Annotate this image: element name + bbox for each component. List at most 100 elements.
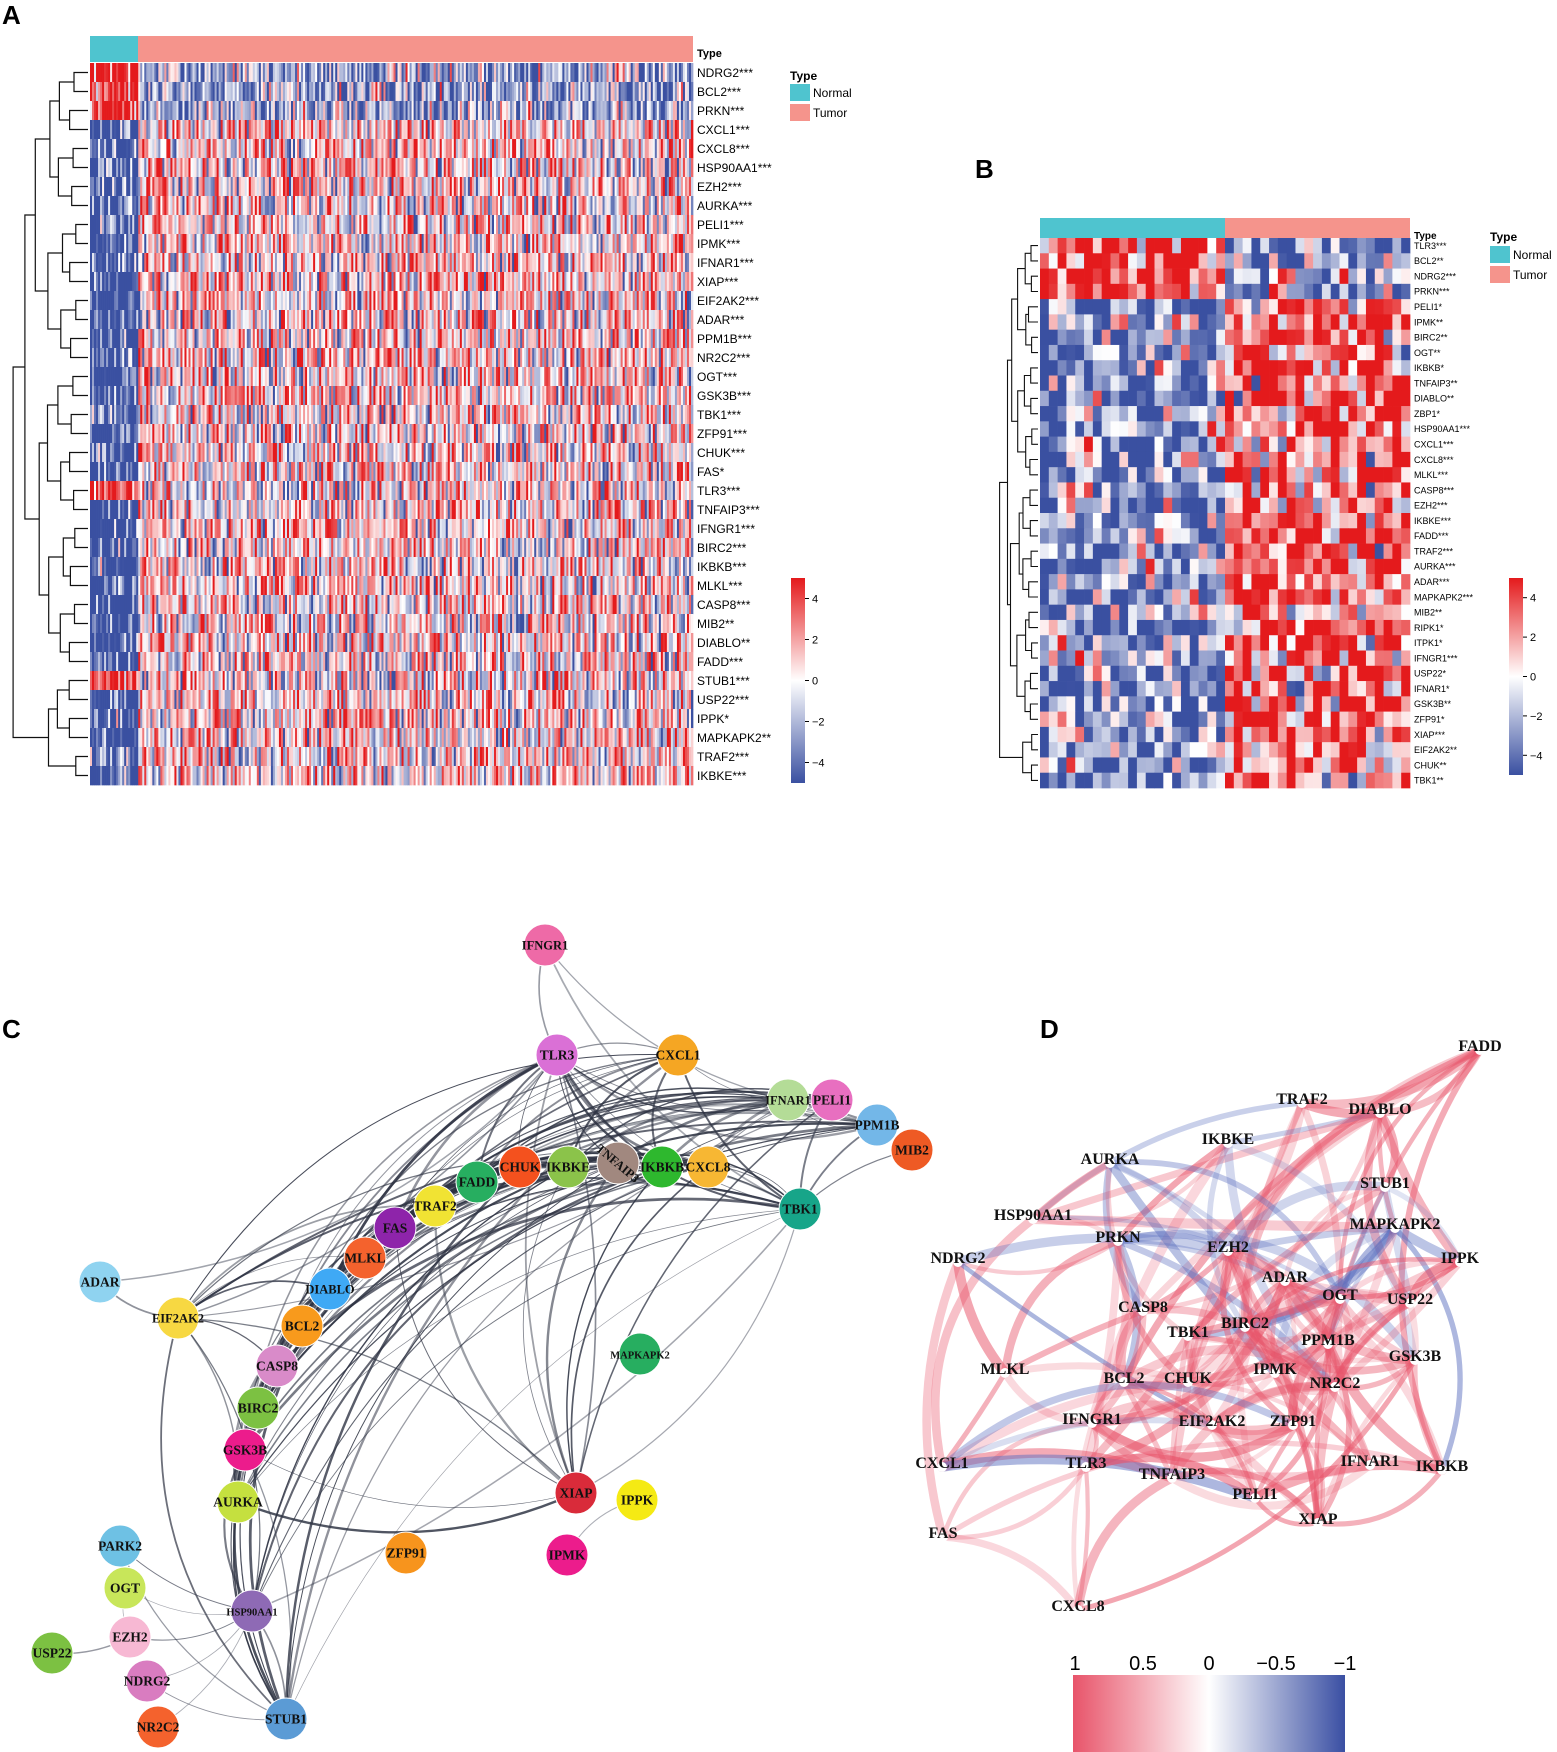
heatmap-cell	[584, 120, 587, 140]
heatmap-cell	[168, 348, 171, 368]
heatmap-cell	[182, 348, 185, 368]
heatmap-cell	[688, 253, 692, 273]
heatmap-cell	[576, 329, 579, 349]
heatmap-cell	[218, 310, 221, 330]
heatmap-cell	[349, 367, 352, 387]
heatmap-cell	[630, 120, 634, 140]
heatmap-cell	[230, 329, 234, 349]
heatmap-cell	[367, 139, 370, 159]
heatmap-cell	[431, 291, 435, 311]
heatmap-cell	[96, 158, 99, 178]
heatmap-cell	[373, 139, 376, 159]
heatmap-cell	[435, 82, 439, 102]
heatmap-cell	[230, 215, 234, 235]
heatmap-cell	[373, 120, 376, 140]
heatmap-cell	[632, 234, 636, 254]
heatmap-cell	[536, 196, 539, 216]
heatmap-cell	[632, 215, 636, 235]
heatmap-cell	[102, 348, 105, 368]
heatmap-cell	[182, 101, 185, 121]
heatmap-cell	[158, 367, 161, 387]
heatmap-cell	[116, 82, 119, 102]
heatmap-cell	[347, 291, 350, 311]
heatmap-cell	[666, 329, 670, 349]
heatmap-cell	[182, 234, 185, 254]
heatmap-cell	[520, 120, 523, 140]
heatmap-cell	[230, 196, 234, 216]
heatmap-cell	[365, 82, 368, 102]
heatmap-cell	[453, 291, 457, 311]
heatmap-cell	[407, 82, 410, 102]
heatmap-cell	[662, 310, 666, 330]
heatmap-cell	[598, 215, 601, 235]
heatmap-cell	[156, 63, 159, 83]
heatmap-cell	[134, 291, 137, 311]
heatmap-cell	[278, 63, 282, 83]
heatmap-cell	[104, 63, 107, 83]
heatmap-cell	[498, 234, 501, 254]
heatmap-cell	[676, 120, 680, 140]
heatmap-cell	[244, 158, 248, 178]
heatmap-cell	[626, 329, 630, 349]
heatmap-cell	[636, 177, 640, 197]
heatmap-cell	[369, 253, 372, 273]
heatmap-cell	[453, 348, 457, 368]
heatmap-cell	[471, 291, 475, 311]
heatmap-cell	[343, 63, 346, 83]
heatmap-cell	[154, 177, 157, 197]
heatmap-cell	[678, 272, 682, 292]
heatmap-cell	[568, 215, 571, 235]
heatmap-cell	[560, 215, 563, 235]
heatmap-cell	[138, 329, 141, 349]
heatmap-cell	[168, 82, 171, 102]
heatmap-cell	[640, 120, 644, 140]
heatmap-cell	[632, 253, 636, 273]
heatmap-cell	[512, 196, 515, 216]
heatmap-cell	[208, 215, 211, 235]
heatmap-cell	[477, 196, 481, 216]
heatmap-cell	[162, 196, 165, 216]
heatmap-cell	[405, 234, 408, 254]
heatmap-cell	[646, 139, 650, 159]
heatmap-cell	[282, 158, 286, 178]
heatmap-cell	[526, 101, 529, 121]
heatmap-cell	[574, 158, 577, 178]
heatmap-cell	[568, 63, 571, 83]
heatmap-cell	[562, 177, 565, 197]
heatmap-cell	[654, 329, 658, 349]
heatmap-cell	[158, 139, 161, 159]
heatmap-cell	[331, 215, 334, 235]
heatmap-cell	[688, 177, 692, 197]
heatmap-cell	[459, 234, 463, 254]
heatmap-cell	[572, 329, 575, 349]
heatmap-cell	[295, 63, 298, 83]
heatmap-cell	[656, 196, 660, 216]
heatmap-cell	[518, 215, 521, 235]
heatmap-cell	[580, 310, 583, 330]
heatmap-cell	[453, 272, 457, 292]
heatmap-cell	[102, 82, 105, 102]
heatmap-cell	[492, 82, 495, 102]
heatmap-cell	[104, 196, 107, 216]
heatmap-cell	[373, 196, 376, 216]
heatmap-cell	[136, 234, 139, 254]
heatmap-cell	[293, 120, 296, 140]
heatmap-cell	[90, 272, 93, 292]
heatmap-cell	[421, 215, 425, 235]
heatmap-cell	[407, 310, 410, 330]
heatmap-cell	[437, 139, 441, 159]
heatmap-cell	[238, 196, 242, 216]
heatmap-cell	[391, 101, 394, 121]
heatmap-cell	[393, 348, 396, 368]
heatmap-cell	[586, 158, 589, 178]
heatmap-cell	[343, 196, 346, 216]
heatmap-cell	[638, 291, 642, 311]
heatmap-cell	[664, 177, 668, 197]
heatmap-cell	[301, 158, 304, 178]
heatmap-cell	[421, 329, 425, 349]
heatmap-cell	[580, 63, 583, 83]
heatmap-cell	[301, 310, 304, 330]
heatmap-cell	[270, 120, 274, 140]
heatmap-cell	[674, 234, 678, 254]
heatmap-cell	[598, 82, 601, 102]
